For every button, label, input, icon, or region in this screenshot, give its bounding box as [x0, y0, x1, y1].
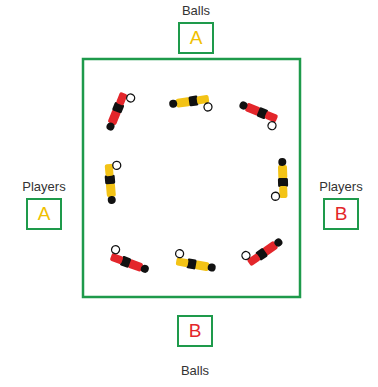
- player-red: [104, 89, 135, 134]
- base-marker: PlayersA: [22, 179, 65, 230]
- base-marker: B Balls: [177, 315, 213, 379]
- player-yellow: [173, 249, 217, 273]
- group-letter: A: [178, 22, 214, 54]
- field-square: [83, 59, 300, 297]
- base-marker: BallsA: [178, 3, 214, 54]
- group-heading: Players: [22, 179, 65, 195]
- group-heading: Balls: [181, 363, 209, 379]
- group-heading: Players: [319, 179, 362, 195]
- player-yellow: [270, 158, 288, 201]
- player-red: [107, 245, 152, 275]
- base-marker: PlayersB: [319, 179, 362, 230]
- group-letter: B: [177, 315, 213, 347]
- player-yellow: [169, 94, 213, 117]
- player-red: [240, 230, 284, 268]
- group-letter: B: [323, 198, 359, 230]
- player-red: [235, 99, 280, 130]
- group-heading: Balls: [182, 3, 210, 19]
- group-letter: A: [26, 198, 62, 230]
- player-yellow: [103, 161, 124, 204]
